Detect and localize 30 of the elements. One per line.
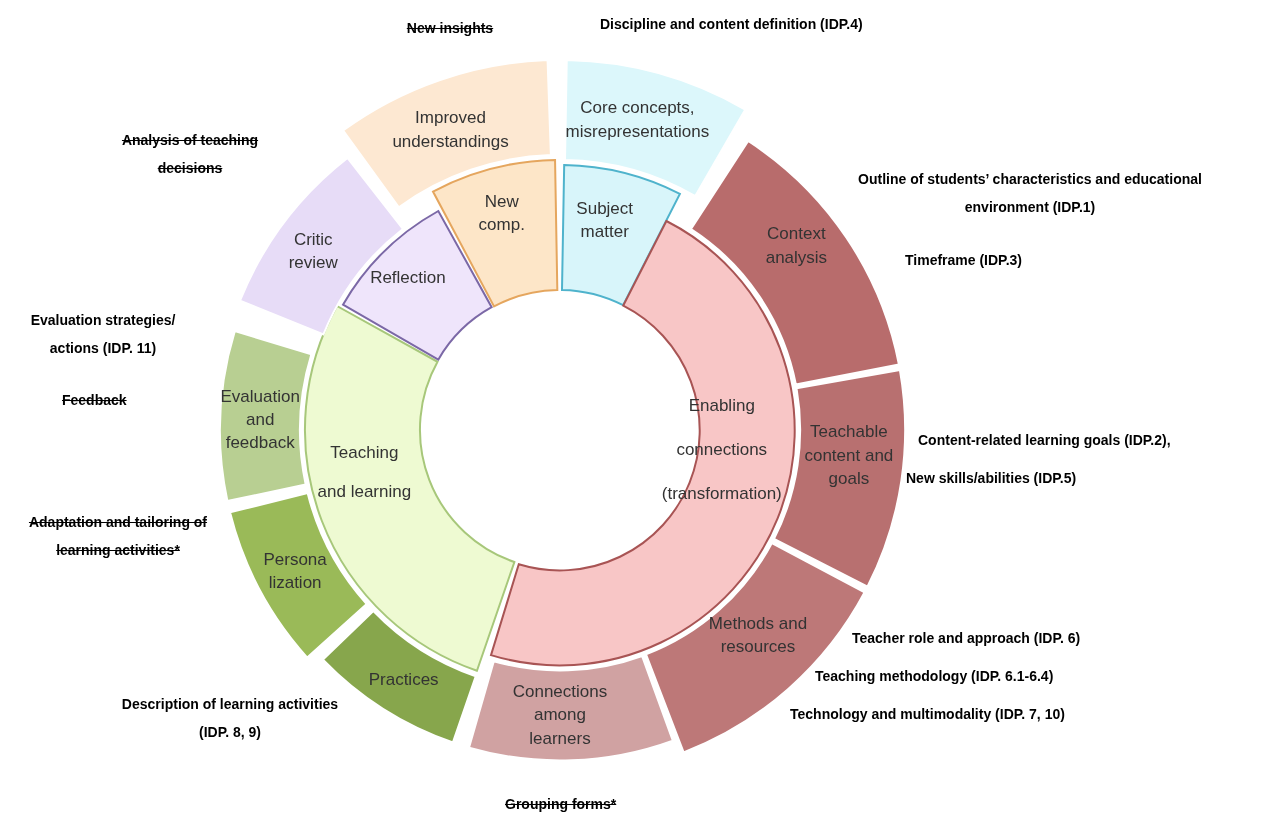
annotation-text: Teaching methodology (IDP. 6.1-6.4) xyxy=(815,667,1055,686)
annotation-text: Technology and multimodality (IDP. 7, 10) xyxy=(790,705,1066,724)
segment-label: Core concepts, misrepresentations xyxy=(564,97,711,143)
annotation-text: New insights xyxy=(405,19,495,38)
annotation-text: Grouping forms* xyxy=(505,795,618,814)
annotation-text: Adaptation and tailoring of learning activities* xyxy=(27,513,209,560)
annotation-text: Content-related learning goals (IDP.2), xyxy=(918,431,1172,450)
annotation-text: Evaluation strategies/ actions (IDP. 11) xyxy=(29,311,177,358)
annotation-text: Outline of students’ characteristics and educational environment (IDP.1) xyxy=(857,170,1203,217)
segment-label: Connections among learners xyxy=(511,680,609,750)
segment-label: Persona lization xyxy=(262,548,328,594)
segment-label: Teaching and learning xyxy=(316,441,413,503)
annotation-text: Timeframe (IDP.3) xyxy=(905,251,1023,270)
segment-label: Improved understandings xyxy=(391,106,510,153)
annotation-text: Discipline and content definition (IDP.4) xyxy=(600,15,864,34)
segment-label: Subject matter xyxy=(575,197,635,243)
annotation-text: Feedback xyxy=(62,391,128,410)
annotation-text: Teacher role and approach (IDP. 6) xyxy=(852,629,1082,648)
segment-label: New comp. xyxy=(477,190,526,236)
segment-label: Practices xyxy=(367,669,440,692)
annotation-text: Description of learning activities (IDP. 8, 9) xyxy=(120,695,340,742)
segment-label: Reflection xyxy=(369,267,447,290)
segment-label: Methods and resources xyxy=(707,612,808,658)
segment-label: Critic review xyxy=(287,228,339,274)
ring-segment xyxy=(560,163,683,308)
annotation-text: New skills/abilities (IDP.5) xyxy=(906,469,1078,488)
annotation-text: Analysis of teaching decisions xyxy=(120,131,260,178)
segment-label: Context analysis xyxy=(764,222,829,269)
segment-label: Teachable content and goals xyxy=(803,421,895,490)
segment-label: Evaluation and feedback xyxy=(219,385,301,455)
